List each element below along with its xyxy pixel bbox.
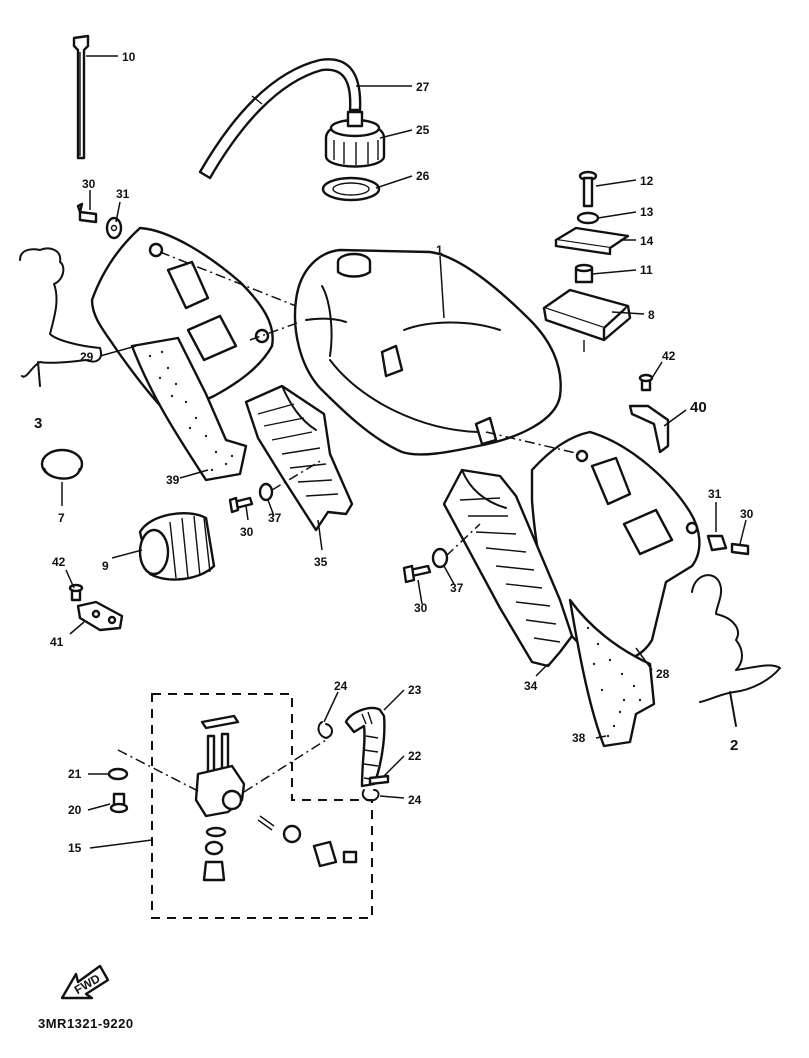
- callout-3: 3: [34, 415, 42, 432]
- part-26-cap-gasket: [321, 176, 381, 202]
- part-3-left-graphic: [19, 247, 102, 387]
- leader-lines: [61, 55, 747, 849]
- part-15-fuel-cock-assembly: [151, 693, 373, 919]
- assembly-lines: [117, 251, 581, 793]
- callout-28: 28: [656, 667, 670, 681]
- part-38-right-pad: [568, 598, 656, 748]
- callout-24-lower: 24: [408, 793, 422, 807]
- part-40-bracket: [628, 404, 670, 454]
- callout-41: 41: [50, 635, 64, 649]
- callout-35: 35: [314, 555, 328, 569]
- callout-13: 13: [640, 205, 654, 219]
- forward-direction-arrow: FWD: [60, 964, 110, 1000]
- part-30-bolt-middle-left: [228, 496, 254, 514]
- callout-42-right: 42: [662, 349, 676, 363]
- callout-30-right: 30: [740, 507, 754, 521]
- part-24-clip-lower: [361, 789, 380, 802]
- part-25-fuel-cap: [324, 110, 386, 168]
- part-42-bolt-right: [638, 373, 654, 392]
- part-37-washer-right: [431, 547, 449, 569]
- callout-40: 40: [690, 399, 707, 416]
- part-11-collar: [574, 263, 594, 284]
- part-30-bolt-right: [730, 542, 750, 556]
- part-14-bracket: [554, 226, 630, 256]
- callout-8: 8: [648, 308, 655, 322]
- callout-37-left: 37: [268, 511, 282, 525]
- callout-37-right: 37: [450, 581, 464, 595]
- callout-26: 26: [416, 169, 430, 183]
- callout-9: 9: [102, 559, 109, 573]
- part-23-fuel-hose: [344, 706, 386, 788]
- callout-42-left: 42: [52, 555, 66, 569]
- callout-11: 11: [640, 263, 653, 277]
- callout-30-lower: 30: [414, 601, 428, 615]
- part-8-damper: [542, 288, 632, 352]
- part-12-bolt: [578, 170, 598, 208]
- part-13-washer: [576, 211, 600, 225]
- part-39-left-pad: [130, 336, 248, 482]
- callout-7: 7: [58, 511, 65, 525]
- callout-labels: 10 27 25 26 12 13 14 11 8 1 30 31 29 3 3…: [34, 50, 754, 855]
- part-10-cable-tie: [72, 34, 90, 160]
- part-7-grommet: [40, 448, 84, 480]
- callout-31-top-left: 31: [116, 187, 130, 201]
- callout-27: 27: [416, 80, 430, 94]
- callout-29: 29: [80, 350, 94, 364]
- part-9-air-duct: [138, 511, 216, 581]
- part-37-washer-left: [258, 482, 274, 502]
- callout-38: 38: [572, 731, 586, 745]
- part-41-bracket: [76, 600, 124, 632]
- callout-30-top-left: 30: [82, 177, 96, 191]
- callout-23: 23: [408, 683, 422, 697]
- part-21-washer: [107, 767, 129, 781]
- callout-15: 15: [68, 841, 82, 855]
- part-35-left-scoop: [244, 384, 354, 532]
- part-31-washer-right: [706, 534, 728, 552]
- callout-1: 1: [436, 243, 443, 257]
- part-30-bolt-lower: [402, 564, 432, 584]
- callout-10: 10: [122, 50, 136, 64]
- callout-20: 20: [68, 803, 82, 817]
- callout-34: 34: [524, 679, 538, 693]
- callout-22: 22: [408, 749, 422, 763]
- drawing-code: 3MR1321-9220: [38, 1016, 134, 1031]
- part-42-bolt-left: [68, 583, 84, 602]
- callout-2: 2: [730, 737, 738, 754]
- part-34-right-scoop: [442, 468, 574, 668]
- part-2-right-graphic: [691, 574, 781, 727]
- callout-14: 14: [640, 234, 654, 248]
- part-1-fuel-tank: [293, 248, 562, 456]
- callout-30-middle: 30: [240, 525, 254, 539]
- callout-25: 25: [416, 123, 430, 137]
- callout-12: 12: [640, 174, 654, 188]
- callout-39: 39: [166, 473, 180, 487]
- part-20-screw: [109, 792, 129, 814]
- part-30-bolt-top-left: [76, 202, 98, 224]
- part-27-breather-hose: [198, 58, 362, 180]
- callout-21: 21: [68, 767, 82, 781]
- callout-24-upper: 24: [334, 679, 348, 693]
- part-22-clip: [368, 774, 390, 786]
- part-31-washer-top-left: [105, 216, 123, 240]
- part-29-left-side-cover: [90, 226, 274, 418]
- callout-31-right: 31: [708, 487, 722, 501]
- part-24-clip-upper: [317, 721, 333, 739]
